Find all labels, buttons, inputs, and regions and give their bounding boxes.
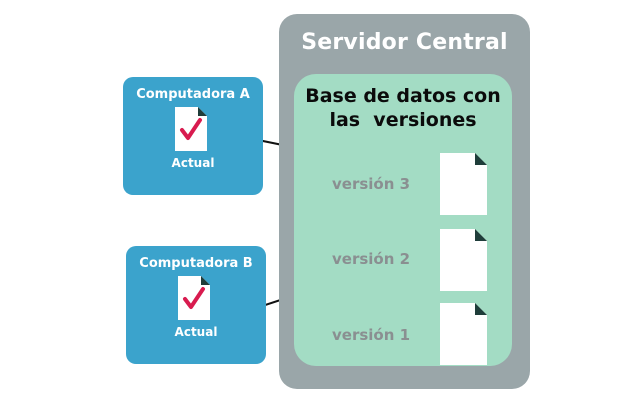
database-title-line2: las versiones [329,109,477,131]
version-1-document-icon [440,303,487,365]
version-database: Base de datos con las versiones versión … [294,74,512,366]
checked-document-icon [178,276,210,320]
checked-document-icon [175,107,207,151]
version-2-document-icon [440,229,487,291]
version-2-label: versión 2 [332,250,411,268]
computer-a-status: Actual [171,156,215,170]
database-title-line1: Base de datos con [305,85,501,107]
version-3-label: versión 3 [332,175,411,193]
database-title: Base de datos con las versiones [294,84,512,132]
computer-b: Computadora B Actual [126,246,266,364]
server-title: Servidor Central [301,30,508,55]
computer-a: Computadora A Actual [123,77,263,195]
computer-a-title: Computadora A [136,87,250,102]
version-1-label: versión 1 [332,326,411,344]
computer-b-title: Computadora B [139,256,253,271]
version-3-document-icon [440,153,487,215]
computer-b-status: Actual [174,325,218,339]
central-server: Servidor Central Base de datos con las v… [279,14,530,389]
